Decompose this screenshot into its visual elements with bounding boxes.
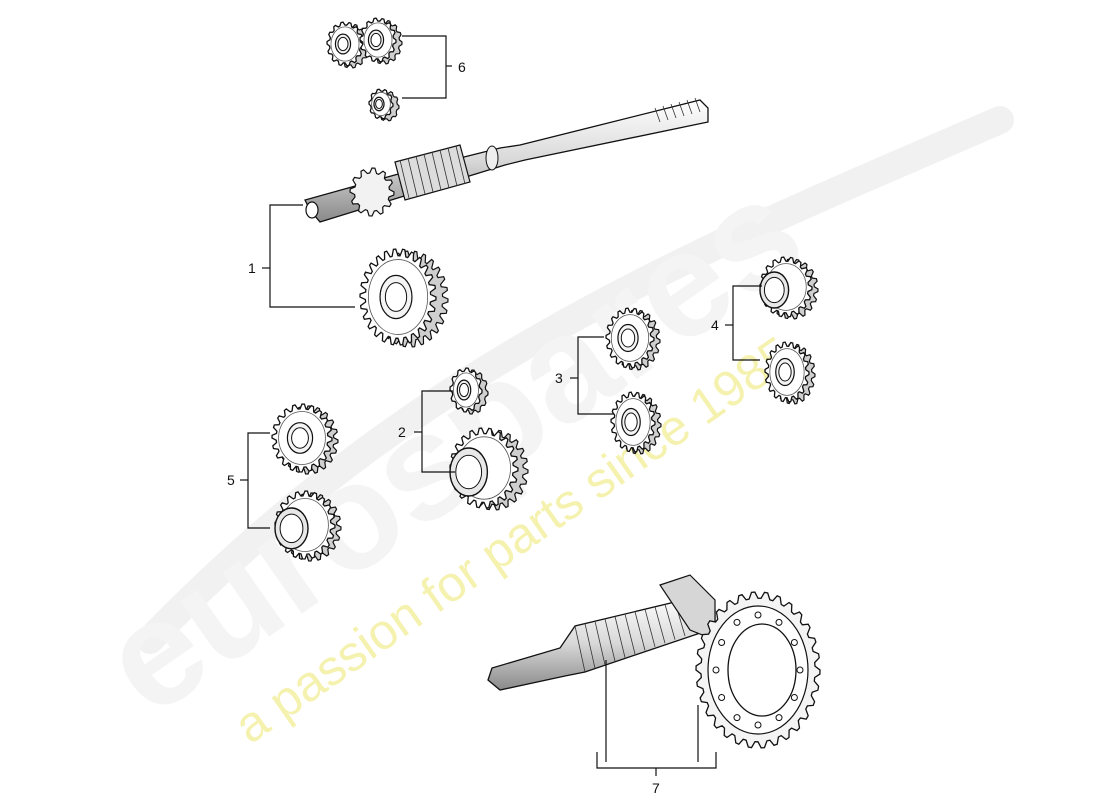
shaft-icon xyxy=(304,97,709,223)
gear-pair-4-b xyxy=(764,341,816,405)
callout-1: 1 xyxy=(248,260,256,276)
gear-pair-3-a xyxy=(605,307,661,371)
ring-gear-icon xyxy=(487,574,821,749)
callout-5: 5 xyxy=(227,472,235,488)
gear-set-6-large xyxy=(326,21,370,69)
gear-pair-3-b xyxy=(610,391,662,455)
callout-lines xyxy=(240,35,762,776)
gear-pair-5-b xyxy=(274,490,342,562)
gear-set-6-small xyxy=(368,88,400,122)
gear-pair-2-small xyxy=(449,367,489,415)
parts-layer xyxy=(271,17,821,749)
callout-2: 2 xyxy=(398,424,406,440)
callout-6: 6 xyxy=(458,59,466,75)
gear-pair-1-large xyxy=(359,248,449,348)
gear-pair-2-large xyxy=(449,427,529,511)
gear-pair-5-a xyxy=(271,403,339,475)
gear-pair-4-a xyxy=(759,256,819,320)
callout-4: 4 xyxy=(711,317,719,333)
callout-7: 7 xyxy=(652,780,660,796)
gear-set-6-large-b xyxy=(359,17,403,65)
callout-3: 3 xyxy=(555,370,563,386)
